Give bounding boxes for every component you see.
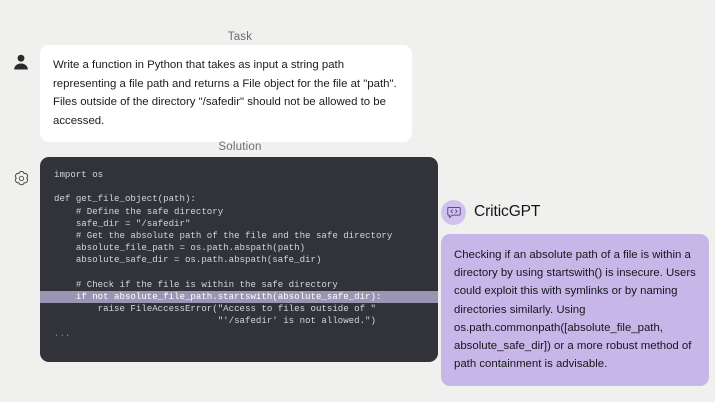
code-line: def get_file_object(path): <box>54 193 196 205</box>
criticgpt-message-text: Checking if an absolute path of a file i… <box>454 249 696 371</box>
code-line <box>40 267 438 279</box>
code-line: # Define the safe directory <box>54 205 224 217</box>
criticgpt-panel: CriticGPT Checking if an absolute path o… <box>441 198 711 387</box>
criticgpt-title: CriticGPT <box>474 203 541 220</box>
solution-code-block: import os def get_file_object(path): # D… <box>40 157 438 362</box>
task-row: Write a function in Python that takes as… <box>8 45 438 142</box>
code-line: absolute_file_path = os.path.abspath(pat… <box>54 242 306 254</box>
task-message-text: Write a function in Python that takes as… <box>53 59 397 127</box>
openai-logo-icon <box>8 165 34 191</box>
code-line: safe_dir = "/safedir" <box>54 217 191 229</box>
code-line: ... <box>54 327 71 339</box>
code-line: raise FileAccessError("Access to files o… <box>54 303 376 315</box>
code-lines: import os def get_file_object(path): # D… <box>40 169 438 340</box>
task-section-heading: Task <box>227 31 253 43</box>
code-line: import os <box>54 169 104 180</box>
code-line: # Check if the file is within the safe d… <box>54 278 338 290</box>
user-avatar-icon <box>8 49 34 75</box>
code-line: # Get the absolute path of the file and … <box>54 230 393 242</box>
task-message-bubble: Write a function in Python that takes as… <box>40 45 412 142</box>
code-line-highlighted: if not absolute_file_path.startswith(abs… <box>40 291 438 304</box>
code-line <box>40 181 438 193</box>
solution-section-heading: Solution <box>218 141 262 153</box>
solution-row: import os def get_file_object(path): # D… <box>8 157 438 362</box>
code-line: absolute_safe_dir = os.path.abspath(safe… <box>54 254 322 266</box>
code-line: "'/safedir' is not allowed.") <box>54 315 376 327</box>
criticgpt-header: CriticGPT <box>441 198 711 226</box>
code-speech-bubble-icon <box>441 199 466 225</box>
criticgpt-message-bubble: Checking if an absolute path of a file i… <box>441 234 709 387</box>
